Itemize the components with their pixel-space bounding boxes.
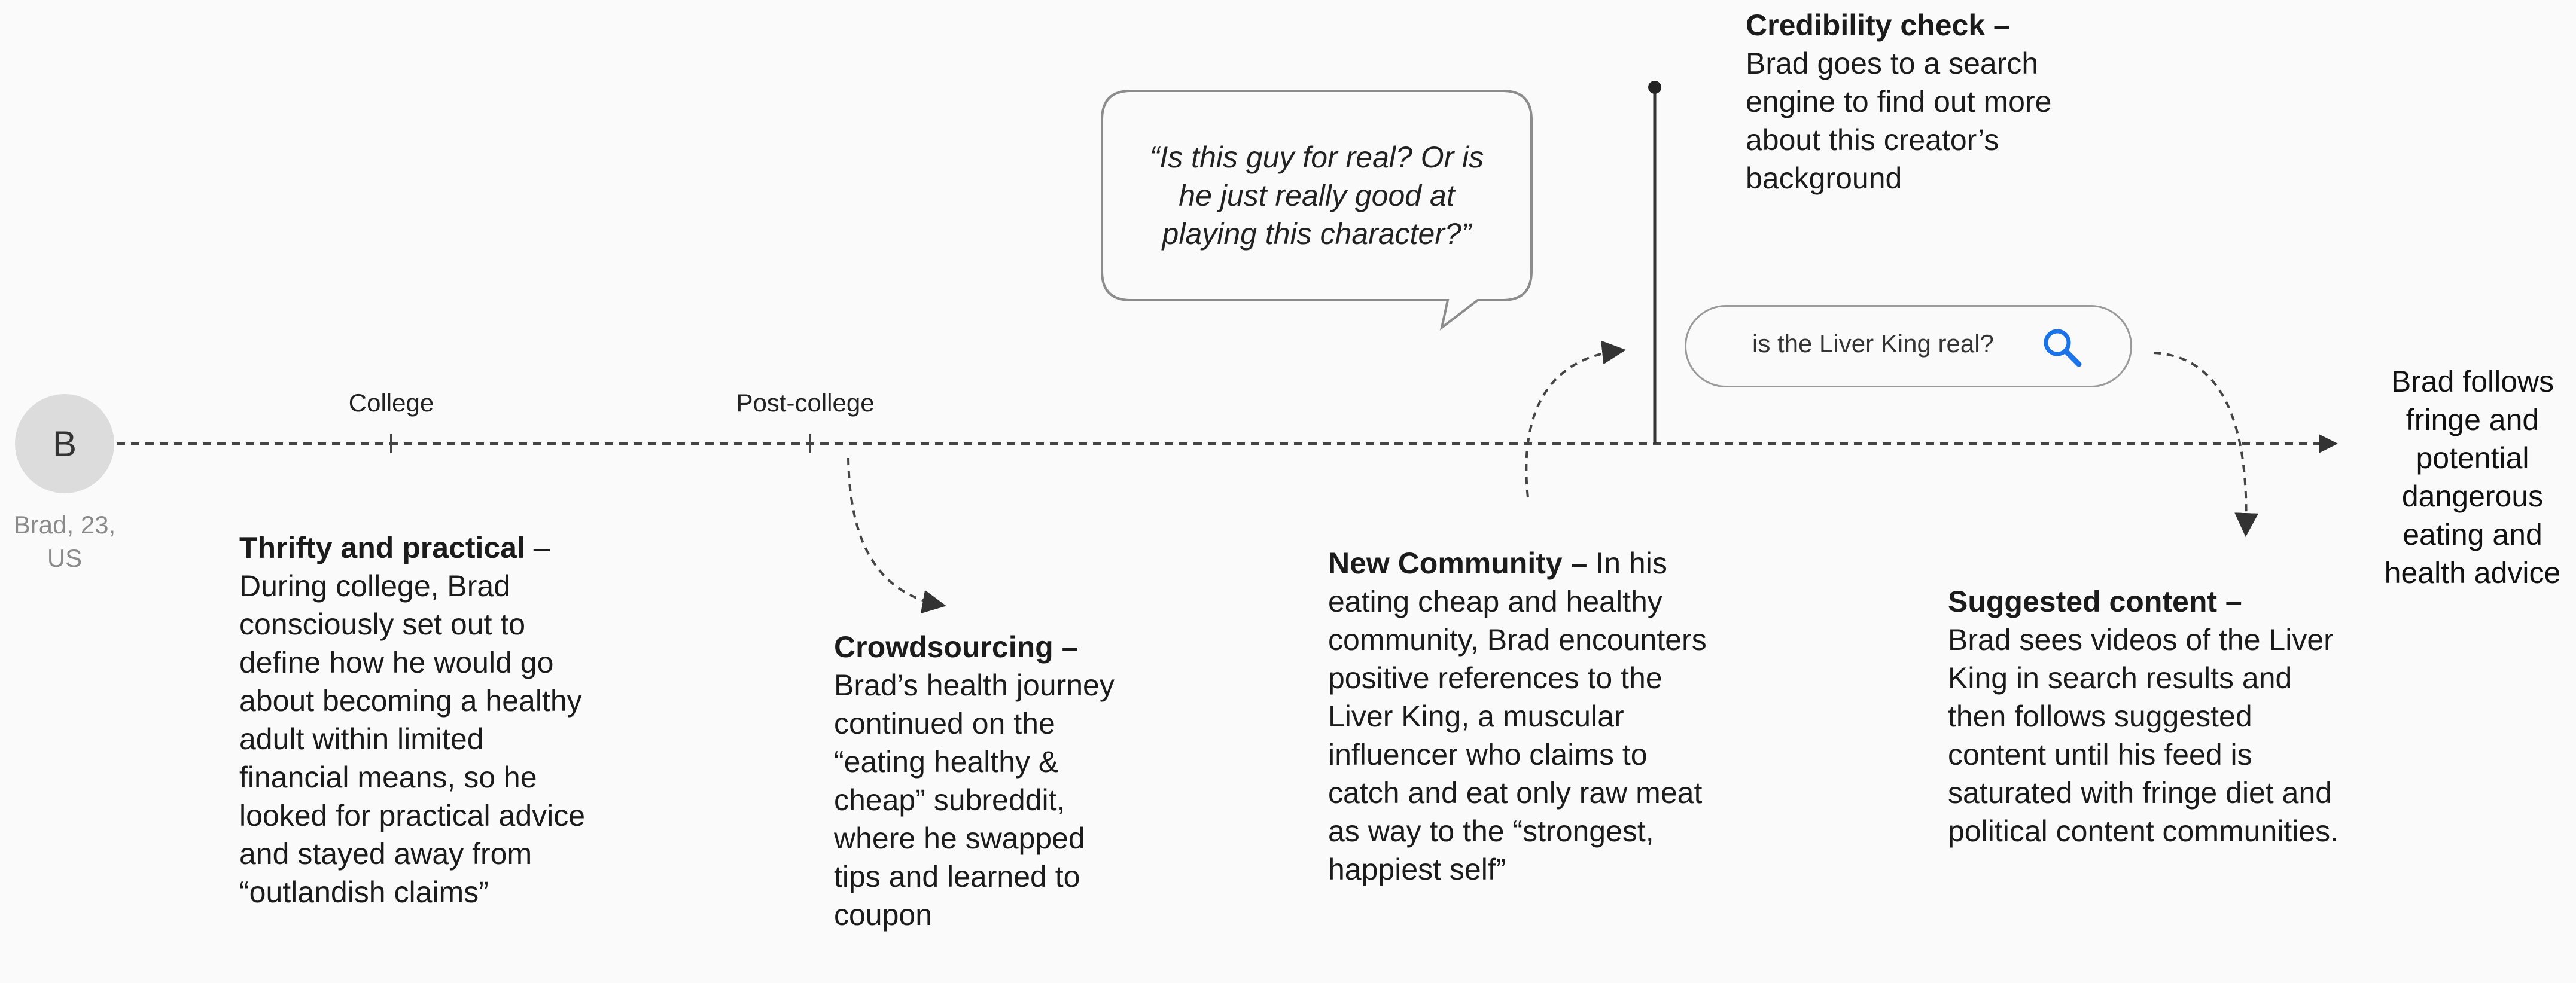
stage-label-college: College [348, 389, 434, 417]
card-suggested: Suggested content – Brad sees videos of … [1948, 582, 2355, 850]
search-icon[interactable] [2041, 326, 2084, 369]
outcome-text: Brad follows fringe and potential danger… [2384, 365, 2561, 590]
card-crowdsourcing-body: Brad’s health journey continued on the “… [834, 668, 1115, 932]
card-crowdsourcing: Crowdsourcing – Brad’s health journey co… [834, 628, 1115, 934]
card-suggested-body: Brad sees videos of the Liver King in se… [1948, 623, 2339, 848]
card-suggested-title: Suggested content – [1948, 585, 2242, 618]
card-thrifty: Thrifty and practical – During college, … [239, 529, 598, 911]
quote-text: “Is this guy for real? Or is he just rea… [1149, 141, 1484, 251]
persona-caption: Brad, 23, US [13, 511, 116, 572]
search-bar[interactable]: is the Liver King real? [1685, 305, 2132, 387]
persona-avatar: B [15, 394, 114, 493]
card-thrifty-body: – During college, Brad consciously set o… [239, 531, 586, 909]
arrow-to-search [1525, 340, 1626, 498]
search-query: is the Liver King real? [1752, 329, 1994, 358]
card-community-title: New Community – [1328, 547, 1588, 580]
stage-label-post-college: Post-college [736, 389, 875, 417]
card-community-body: In his eating cheap and healthy communit… [1328, 547, 1707, 886]
card-credibility-body: Brad goes to a search engine to find out… [1746, 47, 2052, 195]
quote-bubble [1101, 90, 1533, 331]
card-crowdsourcing-title: Crowdsourcing – [834, 630, 1079, 664]
persona-initial: B [52, 423, 77, 464]
credibility-pole-dot [1648, 81, 1661, 94]
arrow-to-crowdsourcing [847, 457, 946, 614]
card-credibility: Credibility check – Brad goes to a searc… [1746, 6, 2081, 197]
card-credibility-title: Credibility check – [1746, 8, 2010, 42]
arrow-to-suggested [2153, 352, 2259, 537]
card-community: New Community – In his eating cheap and … [1328, 544, 1723, 889]
card-thrifty-title: Thrifty and practical [239, 531, 525, 564]
